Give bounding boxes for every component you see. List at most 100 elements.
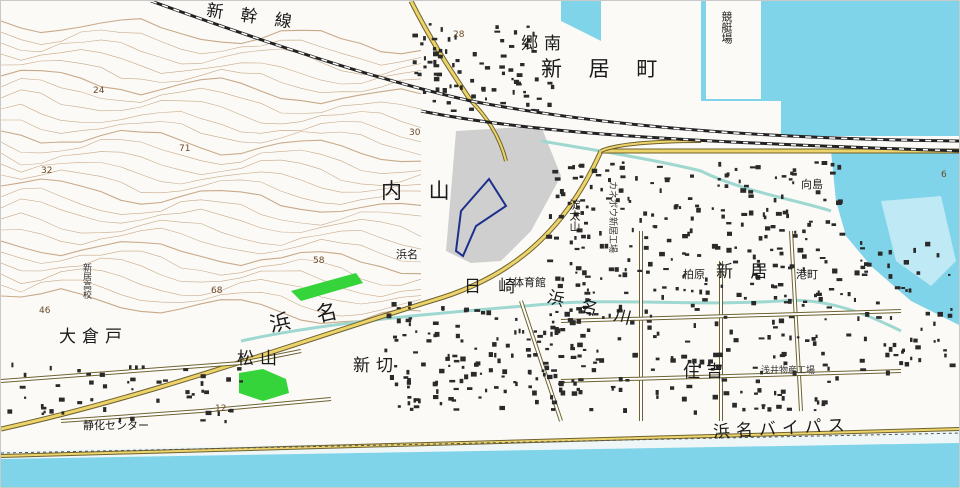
building [681, 354, 688, 359]
building [663, 268, 669, 271]
label-uchiyama: 内 山 [381, 179, 460, 203]
building [620, 207, 625, 210]
building [699, 359, 705, 365]
building [402, 334, 407, 337]
building [801, 303, 805, 307]
building [696, 207, 701, 213]
building [558, 355, 565, 358]
building [691, 289, 694, 293]
building [824, 318, 827, 321]
building [439, 402, 443, 406]
building [860, 241, 863, 245]
building [545, 347, 550, 351]
building [807, 222, 812, 227]
building [755, 165, 761, 170]
building [455, 324, 460, 328]
building [55, 384, 61, 387]
building [947, 313, 953, 318]
building [771, 284, 774, 288]
building [656, 165, 663, 168]
building [925, 311, 930, 316]
building [621, 161, 625, 164]
building [433, 395, 439, 400]
building [135, 365, 138, 370]
building [606, 197, 612, 200]
road [1, 150, 603, 431]
building [726, 348, 731, 352]
building [500, 54, 507, 58]
building [899, 361, 904, 366]
building [773, 355, 776, 359]
building [649, 314, 653, 318]
contour-lines [1, 18, 422, 324]
building [889, 316, 893, 320]
building [773, 198, 777, 203]
building [695, 204, 700, 208]
building [396, 307, 401, 310]
building [933, 321, 936, 326]
building [11, 362, 14, 368]
contour-line [1, 169, 422, 205]
building [902, 348, 905, 353]
building [586, 288, 589, 292]
road [560, 370, 902, 382]
building [557, 283, 563, 289]
building [228, 409, 233, 412]
building [406, 369, 410, 375]
building [460, 339, 464, 343]
building [639, 218, 642, 223]
building [712, 394, 718, 400]
contour-line [1, 151, 422, 186]
building [43, 410, 46, 414]
building [754, 407, 759, 410]
building [690, 174, 694, 178]
building [571, 391, 578, 396]
contour-line [1, 49, 422, 85]
building [501, 71, 505, 76]
building [408, 306, 411, 310]
building [453, 408, 460, 411]
building [186, 395, 192, 399]
building [438, 48, 443, 53]
building [550, 331, 553, 337]
building [619, 165, 625, 170]
building [770, 225, 776, 229]
building [647, 325, 652, 330]
building [627, 258, 631, 262]
building [711, 243, 718, 249]
building [815, 190, 821, 195]
building [567, 166, 574, 170]
building [944, 353, 947, 358]
building [754, 392, 758, 395]
building [440, 27, 443, 32]
building [718, 161, 722, 167]
building [505, 343, 510, 348]
building [581, 234, 586, 239]
building [604, 243, 609, 249]
building [830, 171, 836, 175]
building [726, 172, 730, 177]
building [575, 283, 581, 287]
building [788, 178, 793, 181]
building [692, 358, 697, 364]
building [576, 387, 580, 391]
contour-line [1, 119, 422, 156]
building [664, 217, 668, 220]
building [501, 375, 505, 378]
building [584, 291, 591, 295]
building [901, 350, 904, 354]
building [656, 331, 660, 336]
building [732, 402, 737, 408]
building [610, 385, 616, 389]
building [549, 313, 552, 317]
building [937, 311, 943, 317]
building [581, 365, 586, 368]
building [755, 275, 761, 280]
building [894, 286, 901, 290]
elevation-46: 46 [39, 306, 51, 316]
building [591, 168, 598, 174]
building [508, 68, 514, 72]
building [547, 259, 554, 263]
building [683, 288, 686, 292]
